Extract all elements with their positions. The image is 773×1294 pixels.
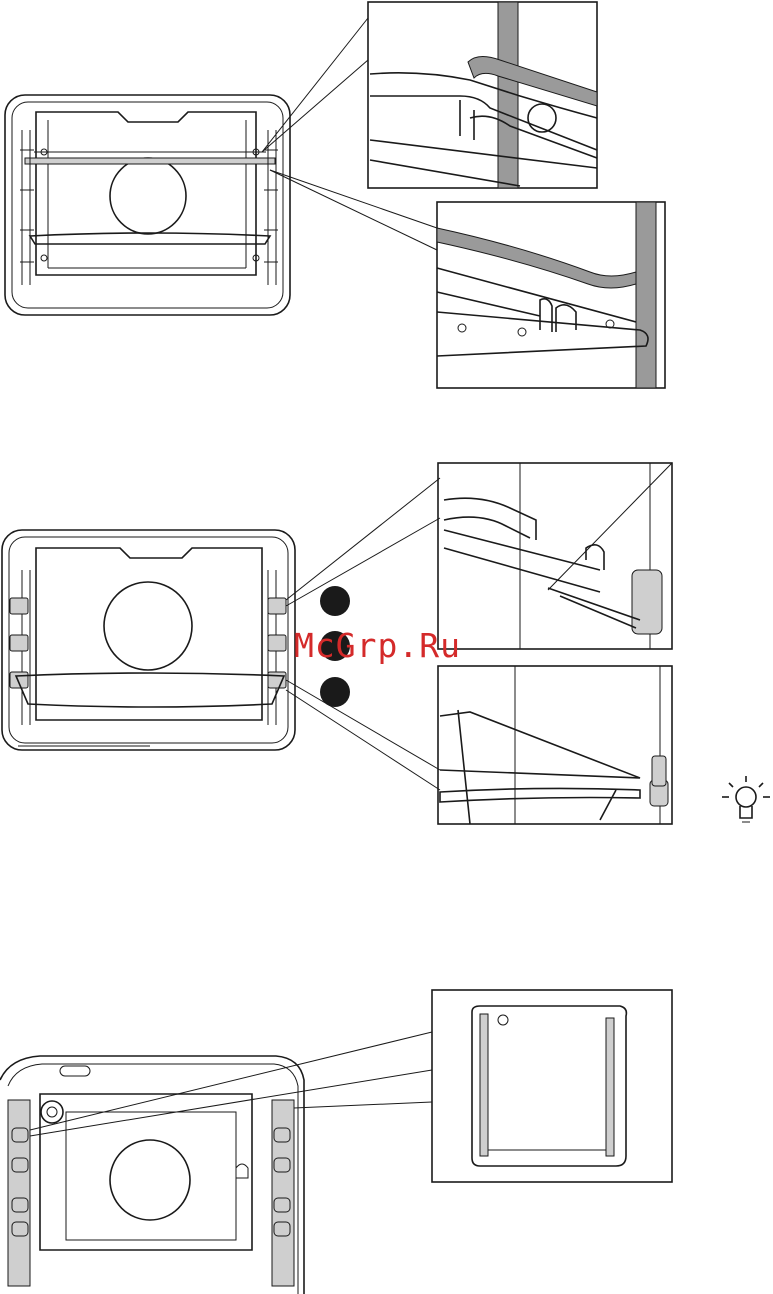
oven-fan-cover — [110, 1140, 190, 1220]
detail-runner-tray — [438, 666, 672, 824]
wire-shelf — [25, 158, 275, 164]
detail-shelf-front — [368, 2, 597, 188]
runner-left-2 — [10, 635, 28, 651]
marker-1 — [320, 586, 350, 616]
runner-left-3 — [10, 672, 28, 688]
oven-fan-cover — [110, 158, 186, 234]
lightbulb-icon — [722, 776, 770, 822]
detail-shelf-rear — [437, 202, 665, 388]
oven-figure-side-panels — [0, 1056, 304, 1294]
detail-runner-shelf — [438, 463, 672, 649]
runner-left-1 — [10, 598, 28, 614]
deep-tray — [16, 673, 284, 707]
runner-clip — [632, 570, 662, 634]
oven-fan-cover — [104, 582, 192, 670]
oven-figure-shelves — [5, 95, 290, 315]
callout-leaders-1 — [262, 18, 437, 250]
runner-right-2 — [268, 635, 286, 651]
oven-figure-runners — [2, 530, 295, 750]
callout-leaders-3 — [30, 1032, 432, 1136]
runner-right-1 — [268, 598, 286, 614]
runner-right-3 — [268, 672, 286, 688]
detail-side-panel — [432, 990, 672, 1182]
watermark-text: McGrp.Ru — [294, 626, 554, 672]
